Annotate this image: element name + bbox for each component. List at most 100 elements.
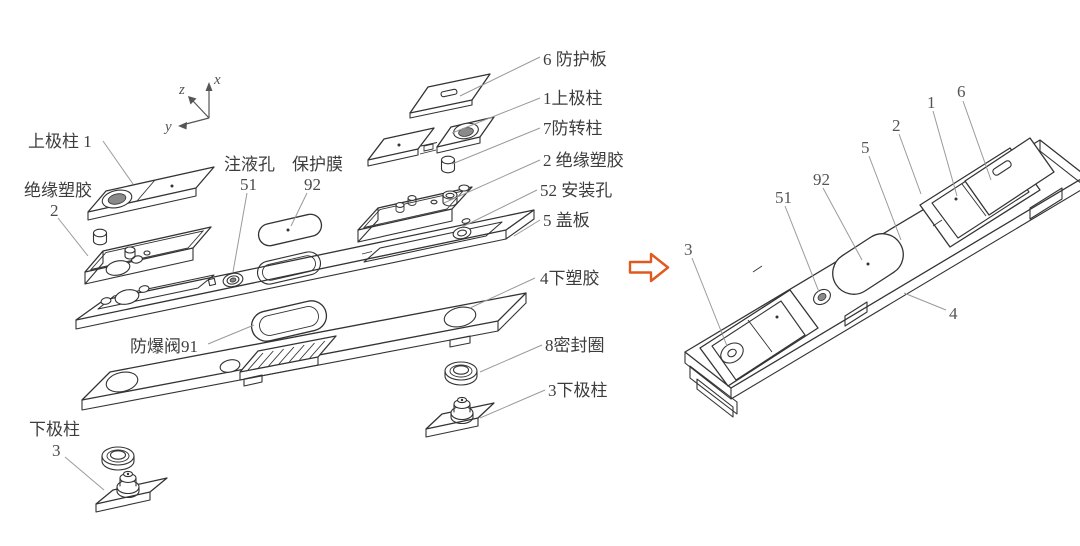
exploded-leader-lines — [57, 56, 546, 491]
assembled-left-dot — [775, 315, 779, 319]
tray-left-post-body — [124, 249, 136, 260]
assembled-left-pole — [699, 289, 819, 387]
tray-right-post1-body — [395, 205, 405, 213]
leader-a92 — [822, 187, 863, 261]
protective-film-dot — [286, 228, 290, 232]
upper-pole-right-part — [367, 116, 495, 174]
assembled-view: 3 51 92 5 2 1 6 4 — [684, 82, 1080, 418]
assembled-right-pole — [919, 137, 1055, 248]
callout-51: 51 — [775, 188, 792, 207]
tray-right-post1 — [395, 202, 405, 208]
leader-protection-plate — [459, 56, 541, 97]
upper-pole-left-part — [87, 166, 215, 246]
leader-cover-plate — [513, 219, 541, 237]
left-pin-top — [92, 228, 108, 238]
label-upper-pole-left: 上极柱 1 — [28, 132, 92, 151]
leader-injection-hole — [232, 192, 248, 273]
sealing-ring-left-part — [101, 446, 135, 471]
leader-lower-pole-left — [64, 456, 105, 491]
tray-right-post2 — [407, 195, 417, 201]
label-lower-pole-left-num: 3 — [52, 441, 61, 460]
tray-left-small-hole — [143, 250, 151, 256]
callout-4: 4 — [949, 304, 958, 323]
protection-plate-thickness — [409, 99, 473, 119]
tray-left-oval-hole — [105, 260, 131, 276]
explosion-valve-outer — [250, 300, 328, 342]
label-mounting-hole: 52 安装孔 — [540, 181, 612, 200]
lower-plastic-right-tab — [449, 335, 471, 348]
upper-pole-left-divide — [136, 179, 156, 202]
label-anti-rotation: 7防转柱 — [543, 119, 603, 138]
transition-arrow-icon — [628, 252, 670, 283]
leader-a3 — [691, 257, 728, 347]
assembled-leader-lines — [691, 100, 992, 347]
pole-left-thickness — [95, 491, 151, 513]
leader-a5 — [868, 155, 902, 241]
tray-right-post2-body — [407, 198, 417, 206]
sealing-ring-right-part — [444, 361, 478, 386]
axis-triad — [178, 82, 213, 130]
explosion-valve-inner — [259, 306, 319, 336]
lower-pole-right-part — [425, 396, 495, 438]
lower-plastic-left-tab — [243, 374, 263, 387]
recess-hole-small — [100, 297, 112, 305]
cover-plate-square-hole — [207, 277, 217, 287]
cover-plate-thickness — [75, 209, 535, 330]
seal-left-hole — [109, 450, 127, 460]
leader-sealing-ring — [479, 344, 543, 373]
label-insulating-left-num: 2 — [50, 201, 59, 220]
recess-hole-oval — [114, 289, 140, 305]
cover-plate-part — [75, 209, 535, 330]
upper-pole-right-plate-thickness — [436, 136, 481, 154]
z-axis-arrowhead — [188, 96, 197, 105]
seal-right-mid — [449, 364, 473, 378]
assembled-left-divide — [747, 319, 773, 353]
pole-left-flange-side — [116, 486, 140, 499]
label-explosion-valve: 防爆阀91 — [130, 337, 198, 356]
pole-right-tip-dot — [460, 398, 464, 402]
pole-interlock-tabs — [419, 142, 438, 155]
upper-pole-left-dot — [170, 184, 174, 188]
assembled-right-divide — [961, 183, 987, 217]
assembled-callouts: 3 51 92 5 2 1 6 4 — [684, 82, 966, 323]
leader-a1 — [932, 110, 958, 197]
assembled-cap-slot — [992, 160, 1012, 176]
assembled-film-dot — [866, 262, 870, 266]
leader-a2 — [898, 133, 922, 195]
leader-a51 — [784, 205, 820, 293]
lower-plastic-mid-hole — [219, 359, 241, 373]
label-injection-hole-name: 注液孔 — [224, 155, 275, 174]
y-axis-arrowhead — [178, 122, 187, 130]
x-axis-arrowhead — [205, 82, 213, 91]
pole-left-neck-side — [119, 477, 137, 487]
mounting-hole-inner — [457, 229, 467, 237]
leader-protective-film — [290, 192, 308, 227]
anti-rotation-pillar-body — [440, 159, 456, 174]
injection-hole-inner — [229, 277, 237, 283]
assembled-left-terminal-inner — [727, 348, 737, 358]
leader-insulating-right — [443, 159, 541, 204]
callout-6: 6 — [957, 82, 966, 101]
assembled-right-tab — [1029, 187, 1063, 220]
leader-upper-pole-right — [451, 97, 541, 134]
assembled-mid-tab — [844, 301, 868, 327]
label-axis-x: x — [213, 72, 221, 88]
label-upper-pole-right: 1上极柱 — [543, 89, 603, 108]
seal-left-thickness — [101, 455, 135, 471]
cover-plate-pin-hole — [461, 218, 471, 224]
upper-pole-left-thickness — [87, 187, 197, 221]
upper-pole-right-dot — [397, 143, 401, 147]
pole-right-thickness — [425, 417, 479, 438]
protection-plate-slot — [440, 88, 458, 98]
y-axis-line — [185, 117, 210, 125]
anti-rotation-pillar-top — [440, 155, 456, 165]
recess-hole-round — [138, 285, 150, 293]
seal-right-thickness — [444, 370, 478, 386]
tray-right-small-hole — [430, 199, 438, 205]
protective-film-part — [257, 213, 323, 247]
leader-lower-plastic — [469, 277, 536, 309]
pole-boss-inner — [107, 193, 127, 205]
z-axis-line — [192, 100, 210, 119]
cover-plate-right-recess — [363, 221, 503, 263]
